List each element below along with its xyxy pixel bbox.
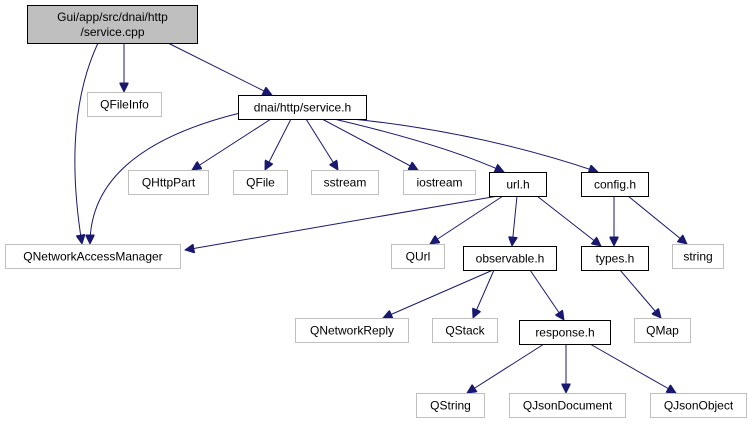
node-types-h[interactable]: types.h: [581, 246, 649, 271]
node-label: QNetworkAccessManager: [23, 250, 162, 264]
node-qurl: QUrl: [391, 244, 445, 269]
node-box: [581, 172, 649, 197]
node-box: [238, 95, 367, 120]
node-label: QHttpPart: [142, 176, 196, 190]
edge-service_h-to-iostream: [321, 118, 418, 170]
node-label: QFileInfo: [100, 98, 149, 112]
node-label: QJsonDocument: [523, 399, 613, 413]
node-label: /service.cpp: [80, 25, 144, 39]
node-box: [672, 244, 724, 269]
node-box: [489, 172, 547, 197]
node-response-h[interactable]: response.h: [519, 320, 611, 345]
node-label: sstream: [324, 176, 367, 190]
node-box: [519, 320, 611, 345]
node-label: QJsonObject: [664, 399, 734, 413]
node-qnam: QNetworkAccessManager: [5, 244, 181, 269]
node-root: Gui/app/src/dnai/http/service.cpp: [27, 5, 198, 44]
node-box: [311, 170, 379, 195]
edge-response_h-to-qstring: [467, 343, 545, 393]
node-label: QNetworkReply: [310, 324, 394, 338]
node-qfile: QFile: [233, 170, 288, 195]
edge-observable_h-to-response_h: [529, 269, 564, 320]
edge-service_h-to-qfile: [265, 118, 292, 170]
node-label: dnai/http/service.h: [254, 101, 351, 115]
edge-root-to-qnam: [74, 42, 99, 244]
node-label: QFile: [246, 176, 275, 190]
edge-url_h-to-observable_h: [512, 195, 518, 246]
edge-root-to-service_h: [167, 42, 272, 95]
edge-observable_h-to-qstack: [473, 269, 495, 318]
node-box: [463, 246, 557, 271]
edge-service_h-to-qhttppart: [192, 118, 272, 170]
node-string: string: [672, 244, 724, 269]
edge-url_h-to-qurl: [430, 195, 504, 244]
node-label: url.h: [506, 178, 529, 192]
edge-url_h-to-types_h: [536, 195, 601, 246]
node-label: QMap: [646, 324, 679, 338]
node-box: [27, 5, 198, 44]
node-label: response.h: [535, 326, 594, 340]
node-iostream: iostream: [403, 170, 476, 195]
node-box: [403, 170, 476, 195]
edge-service_h-to-url_h: [333, 118, 504, 172]
node-qjsondocument: QJsonDocument: [509, 393, 626, 418]
node-box: [634, 318, 691, 343]
node-qfileinfo: QFileInfo: [87, 92, 162, 117]
edge-response_h-to-qjsonobject: [589, 343, 676, 393]
node-sstream: sstream: [311, 170, 379, 195]
node-label: string: [683, 250, 712, 264]
node-label: QString: [430, 399, 471, 413]
node-qhttppart: QHttpPart: [128, 170, 209, 195]
node-label: Gui/app/src/dnai/http: [57, 10, 168, 24]
node-qstring: QString: [416, 393, 485, 418]
edge-url_h-to-qnam: [185, 195, 499, 250]
edge-service_h-to-qnam: [90, 112, 241, 244]
node-box: [416, 393, 485, 418]
node-box: [391, 244, 445, 269]
node-url-h[interactable]: url.h: [489, 172, 547, 197]
edges: [74, 42, 687, 393]
node-box: [233, 170, 288, 195]
node-service-h[interactable]: dnai/http/service.h: [238, 95, 367, 120]
node-box: [581, 246, 649, 271]
edge-service_h-to-config_h: [351, 118, 598, 172]
node-label: iostream: [416, 176, 462, 190]
node-config-h[interactable]: config.h: [581, 172, 649, 197]
nodes: Gui/app/src/dnai/http/service.cppQFileIn…: [5, 5, 747, 418]
node-label: types.h: [596, 252, 635, 266]
node-label: QStack: [445, 324, 485, 338]
edge-observable_h-to-qnetworkreply: [383, 269, 494, 318]
edge-service_h-to-sstream: [305, 118, 338, 170]
node-qnetworkreply: QNetworkReply: [295, 318, 409, 343]
node-box: [5, 244, 181, 269]
node-qstack: QStack: [432, 318, 498, 343]
node-label: observable.h: [476, 252, 545, 266]
node-qjsonobject: QJsonObject: [650, 393, 747, 418]
node-box: [650, 393, 747, 418]
node-box: [509, 393, 626, 418]
node-label: config.h: [594, 178, 636, 192]
node-box: [432, 318, 498, 343]
edge-types_h-to-qmap: [619, 269, 661, 318]
node-box: [87, 92, 162, 117]
node-label: QUrl: [406, 250, 431, 264]
node-box: [128, 170, 209, 195]
node-qmap: QMap: [634, 318, 691, 343]
node-box: [295, 318, 409, 343]
node-observable-h[interactable]: observable.h: [463, 246, 557, 271]
edge-config_h-to-string: [627, 195, 687, 244]
